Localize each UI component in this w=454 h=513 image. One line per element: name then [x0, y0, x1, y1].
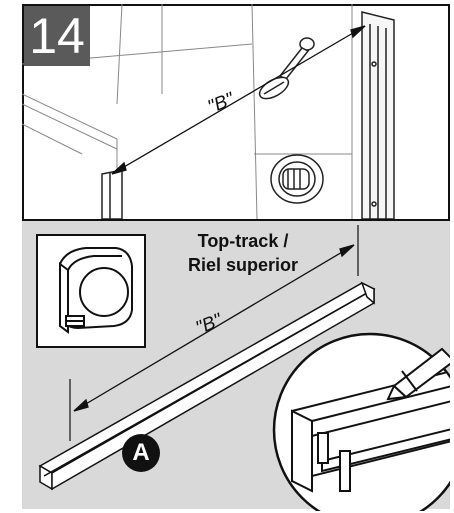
shower-head-icon [258, 37, 315, 100]
tile-line [251, 4, 258, 219]
left-jamb [101, 169, 123, 219]
tub-ledge [22, 93, 118, 140]
top-track-title-en: Top-track / [197, 231, 289, 251]
tile-line [116, 4, 123, 105]
top-track-title: Top-track / Riel superior [170, 229, 316, 277]
tub-ledge [22, 103, 118, 150]
shower-wall-drawing [22, 4, 395, 219]
shower-wall-panel [22, 4, 450, 219]
step-number-badge: 14 [24, 6, 90, 66]
jamb-screw [371, 201, 377, 207]
dimension-line-top [111, 25, 366, 175]
tape-measure-box [36, 234, 146, 348]
top-track-title-es: Riel superior [187, 255, 299, 275]
shower-valve-icon [270, 154, 324, 204]
tape-measure-icon [59, 247, 133, 334]
tub-ledge [22, 123, 83, 155]
dimension-line-bottom [73, 244, 355, 412]
magnified-track-detail [272, 332, 450, 511]
part-letter-badge: A [122, 434, 160, 472]
pencil-icon [386, 347, 450, 401]
jamb-screw [371, 61, 377, 67]
